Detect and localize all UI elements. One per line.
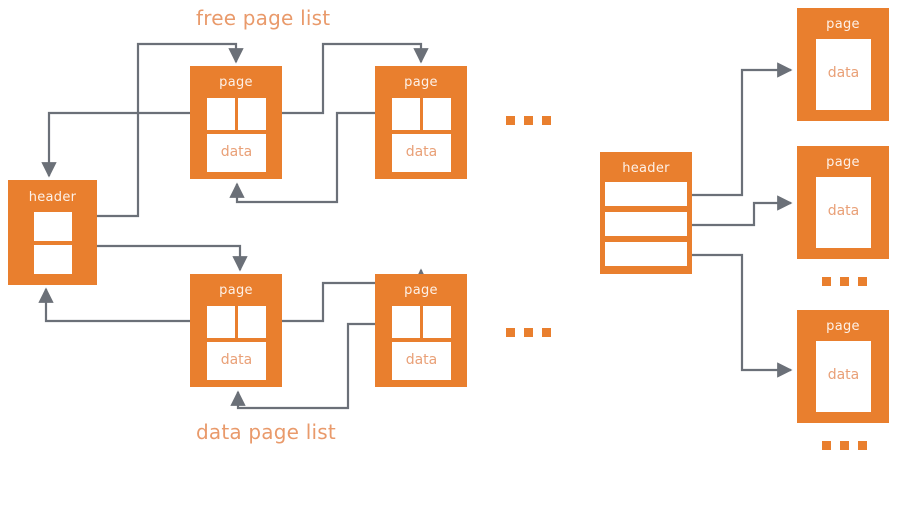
page-data-region[interactable]: data	[816, 177, 871, 248]
page-title: page	[826, 319, 860, 334]
directory-ellipsis-1	[822, 277, 867, 286]
data-page-list-caption: data page list	[196, 420, 336, 444]
directory-page-2[interactable]: page data	[797, 146, 889, 259]
page-next-pointer[interactable]	[238, 98, 266, 130]
page-next-pointer[interactable]	[238, 306, 266, 338]
page-data-label: data	[220, 144, 253, 160]
ellipsis-dot	[542, 328, 551, 337]
directory-page-1[interactable]: page data	[797, 8, 889, 121]
ellipsis-dot	[858, 441, 867, 450]
page-data-region[interactable]: data	[207, 134, 266, 172]
ellipsis-dot	[506, 116, 515, 125]
data-page-1[interactable]: page data	[190, 274, 282, 387]
page-next-pointer[interactable]	[423, 98, 451, 130]
page-data-label: data	[827, 65, 860, 81]
directory-slot-1[interactable]	[605, 212, 687, 236]
page-data-label: data	[405, 144, 438, 160]
ellipsis-dot	[542, 116, 551, 125]
page-data-label: data	[220, 352, 253, 368]
wire-dirheader-slot2-to-pageC	[692, 253, 793, 378]
free-list-header-node[interactable]: header	[8, 180, 97, 285]
free-page-list-caption: free page list	[196, 6, 331, 30]
data-page-2[interactable]: page data	[375, 274, 467, 387]
page-title: page	[219, 283, 253, 298]
directory-header-node[interactable]: header	[600, 152, 692, 274]
page-prev-pointer[interactable]	[207, 98, 235, 130]
ellipsis-dot	[506, 328, 515, 337]
data-list-ellipsis	[506, 328, 551, 337]
header-title: header	[28, 190, 77, 205]
wire-page3-prev-to-header	[38, 287, 190, 323]
ellipsis-dot	[524, 328, 533, 337]
page-prev-pointer[interactable]	[207, 306, 235, 338]
wire-dirheader-slot0-to-pageA	[692, 62, 793, 197]
directory-ellipsis-2	[822, 441, 867, 450]
page-data-label: data	[827, 367, 860, 383]
directory-slot-2[interactable]	[605, 242, 687, 266]
free-page-2[interactable]: page data	[375, 66, 467, 179]
header-slot-data[interactable]	[34, 245, 72, 274]
header-title: header	[622, 161, 670, 176]
page-data-region[interactable]: data	[207, 342, 266, 380]
page-prev-pointer[interactable]	[392, 306, 420, 338]
page-prev-pointer[interactable]	[392, 98, 420, 130]
ellipsis-dot	[524, 116, 533, 125]
ellipsis-dot	[840, 277, 849, 286]
page-title: page	[219, 75, 253, 90]
page-data-region[interactable]: data	[392, 134, 451, 172]
ellipsis-dot	[822, 277, 831, 286]
wire-page1-prev-to-header	[41, 111, 190, 178]
directory-slot-0[interactable]	[605, 182, 687, 206]
page-data-region[interactable]: data	[816, 39, 871, 110]
page-data-region[interactable]: data	[392, 342, 451, 380]
ellipsis-dot	[822, 441, 831, 450]
header-slot-free[interactable]	[34, 212, 72, 241]
page-title: page	[404, 283, 438, 298]
ellipsis-dot	[858, 277, 867, 286]
page-data-label: data	[827, 203, 860, 219]
wire-dirheader-slot1-to-pageB	[692, 195, 793, 227]
page-data-label: data	[405, 352, 438, 368]
directory-page-3[interactable]: page data	[797, 310, 889, 423]
free-list-ellipsis	[506, 116, 551, 125]
ellipsis-dot	[840, 441, 849, 450]
page-next-pointer[interactable]	[423, 306, 451, 338]
page-title: page	[826, 17, 860, 32]
page-title: page	[826, 155, 860, 170]
page-data-region[interactable]: data	[816, 341, 871, 412]
page-title: page	[404, 75, 438, 90]
free-page-1[interactable]: page data	[190, 66, 282, 179]
